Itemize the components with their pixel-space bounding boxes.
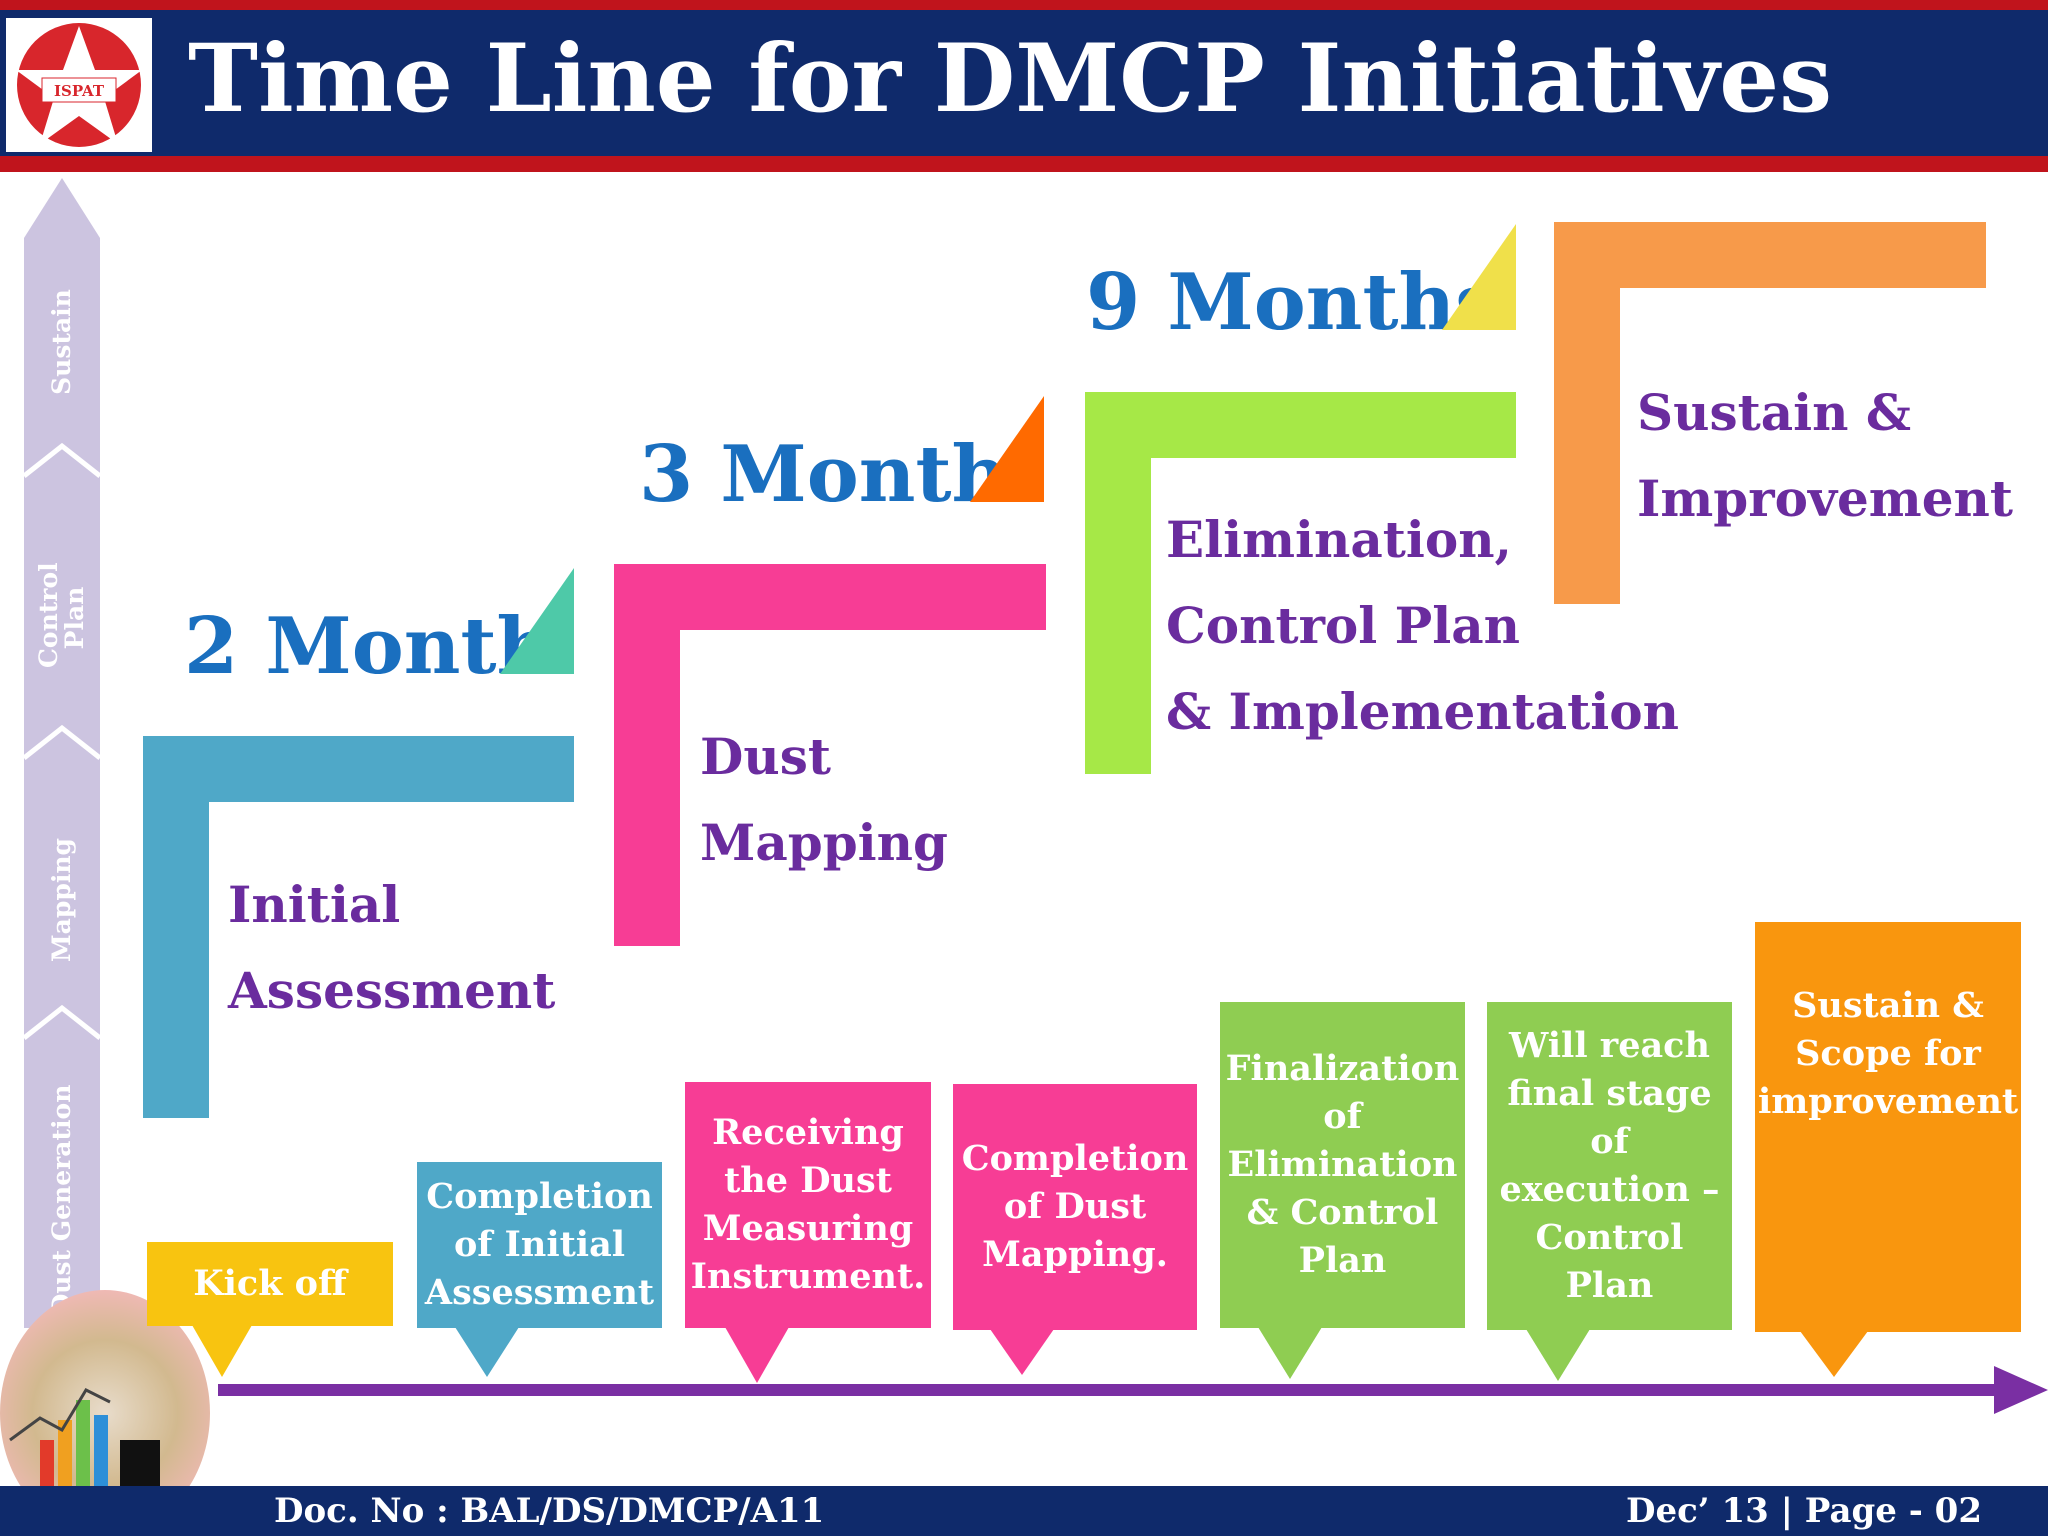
- step-2-marker-triangle: [970, 396, 1044, 502]
- step-3-left-bar: [1085, 392, 1151, 774]
- milestone-pointer: [1526, 1329, 1590, 1381]
- footer-bar: [0, 1486, 2048, 1536]
- step-4-phase-label: Sustain &Improvement: [1637, 383, 2013, 528]
- step-3-period: 9 Months: [1086, 257, 1500, 348]
- step-3-marker-triangle: [1442, 224, 1516, 330]
- side-label-control-plan: Control Plan: [34, 562, 89, 668]
- milestone-kick-off: Kick off: [147, 1242, 393, 1326]
- ispat-logo: ISPAT: [6, 18, 152, 152]
- step-4-left-bar: [1554, 222, 1620, 604]
- page-title: Time Line for DMCP Initiatives: [188, 24, 1833, 134]
- side-label-mapping: Mapping: [47, 838, 76, 962]
- step-1-period: 2 Month: [184, 601, 554, 692]
- milestone-pointer: [455, 1327, 519, 1377]
- side-label-dust-generation: Dust Generation: [47, 1084, 76, 1316]
- step-1-left-bar: [143, 736, 209, 1118]
- milestone-pointer: [725, 1327, 789, 1383]
- milestone-pointer: [990, 1329, 1054, 1375]
- timeline-arrow: [218, 1366, 2048, 1414]
- step-2-period: 3 Month: [639, 429, 1009, 520]
- step-1-top-bar: [143, 736, 574, 802]
- header-band: [0, 10, 2048, 156]
- step-3-top-bar: [1085, 392, 1516, 458]
- side-axis-arrow: [22, 178, 102, 1328]
- milestone-pointer: [192, 1325, 252, 1377]
- step-2-left-bar: [614, 564, 680, 946]
- step-1-marker-triangle: [500, 568, 574, 674]
- page-info: Dec’ 13 | Page - 02: [1625, 1491, 1982, 1531]
- side-label-sustain: Sustain: [47, 289, 76, 395]
- step-2-top-bar: [614, 564, 1046, 630]
- milestone-pointer: [1800, 1331, 1868, 1377]
- step-3-phase-label: Elimination,Control Plan& Implementation: [1166, 510, 1679, 741]
- document-number: Doc. No : BAL/DS/DMCP/A11: [274, 1491, 825, 1531]
- step-4-top-bar: [1554, 222, 1986, 288]
- milestone-pointer: [1258, 1327, 1322, 1379]
- svg-text:ISPAT: ISPAT: [54, 82, 105, 100]
